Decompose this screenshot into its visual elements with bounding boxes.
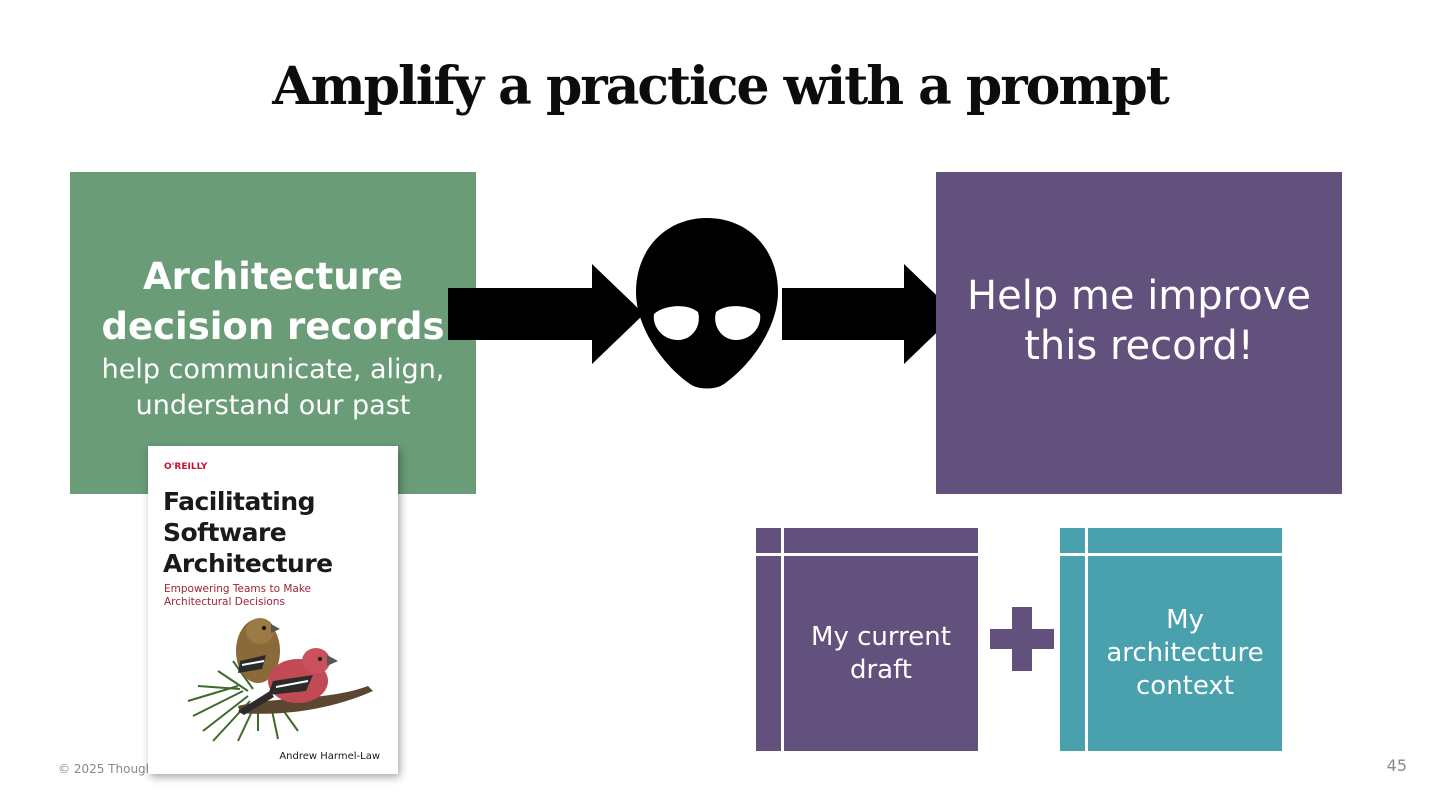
prompt-text: Help me improve this record! [967, 272, 1311, 369]
adr-subtext: help communicate, align, understand our … [101, 354, 445, 421]
plus-icon [990, 607, 1054, 671]
book-cover: O'REILLY Facilitating Software Architect… [148, 446, 398, 774]
card-divider [1060, 553, 1282, 556]
book-subtitle: Empowering Teams to Make Architectural D… [164, 583, 311, 608]
book-publisher: O'REILLY [164, 462, 208, 472]
crossbill-birds-illustration [187, 618, 373, 742]
page-number: 45 [1386, 756, 1407, 775]
context-card-label: My architecture context [1106, 605, 1264, 701]
copyright-footer: © 2025 Though [58, 762, 154, 776]
card-divider [781, 528, 784, 751]
slide-title: Amplify a practice with a prompt [272, 56, 1170, 117]
draft-card: My current draft [756, 528, 978, 751]
draft-card-label: My current draft [811, 621, 951, 685]
adr-box: Architecture decision records help commu… [70, 172, 476, 494]
alien-head-icon [636, 218, 778, 389]
arrow-right-icon [782, 264, 956, 364]
arrow-right-icon [448, 264, 644, 364]
context-card: My architecture context [1060, 528, 1282, 751]
adr-heading: Architecture decision records [101, 255, 445, 348]
card-divider [1085, 528, 1088, 751]
prompt-box: Help me improve this record! [936, 172, 1342, 494]
card-divider [756, 553, 978, 556]
book-author: Andrew Harmel-Law [279, 751, 380, 762]
book-title: Facilitating Software Architecture [163, 487, 333, 578]
